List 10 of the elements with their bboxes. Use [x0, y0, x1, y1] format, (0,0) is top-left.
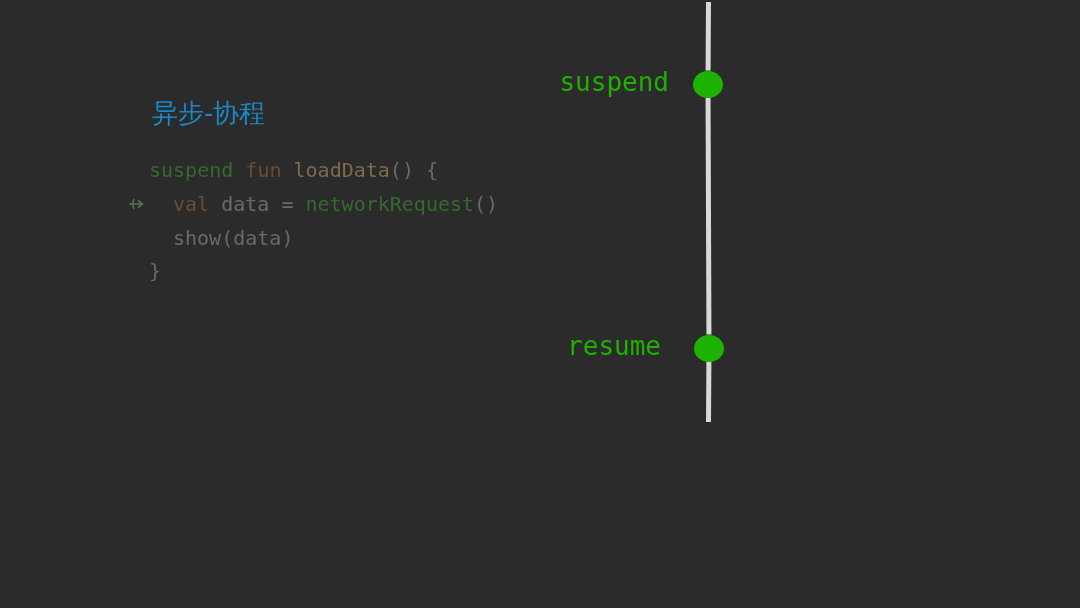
timeline-line	[705, 2, 711, 71]
state-label: suspend	[559, 67, 669, 97]
diagram-title: 异步-协程	[152, 97, 266, 129]
state-label: resume	[567, 331, 661, 361]
code-line: }	[149, 259, 162, 283]
timeline-line	[705, 97, 712, 335]
code-line: val data = networkRequest()	[173, 192, 499, 216]
code-line: show(data)	[173, 226, 294, 250]
timeline-line	[706, 361, 712, 422]
code-line: suspend fun loadData() {	[149, 158, 438, 182]
